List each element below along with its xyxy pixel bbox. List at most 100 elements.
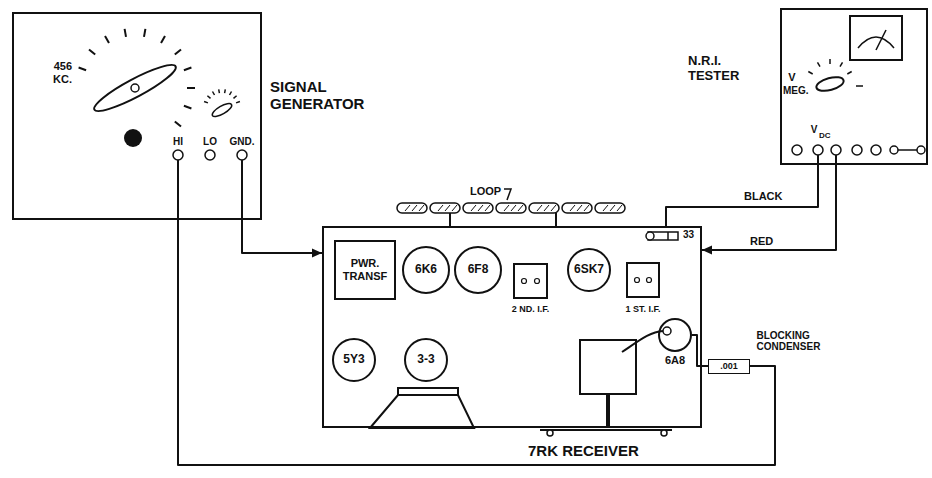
tick <box>230 92 232 96</box>
lead-wire <box>241 160 243 220</box>
tick <box>840 62 843 66</box>
grid-wire <box>622 331 663 352</box>
dial-ticks <box>79 29 195 127</box>
hatch <box>537 205 542 211</box>
node-heading: 6A8 <box>665 354 685 367</box>
tick <box>125 29 126 37</box>
dial-shaft <box>606 394 610 428</box>
lead-label: BLACK <box>742 190 785 203</box>
meter <box>850 16 902 60</box>
terminal <box>522 279 527 284</box>
tick <box>184 68 192 71</box>
bracket-wheel <box>547 430 553 436</box>
arrowhead <box>312 249 322 258</box>
range-label: MEG. <box>783 85 809 97</box>
attenuator-knob <box>210 101 233 119</box>
node-heading: 7RK RECEIVER <box>528 442 639 459</box>
node-label: 6K6 <box>413 263 439 277</box>
node-label: 6SK7 <box>572 263 606 277</box>
loop-segment <box>397 203 427 213</box>
hatch <box>412 205 417 211</box>
hatch <box>485 205 490 211</box>
jack <box>831 145 841 155</box>
hatch <box>617 205 622 211</box>
hatch <box>518 205 523 211</box>
node-label: 5Y3 <box>341 353 366 367</box>
node-label: .001 <box>718 361 740 371</box>
if-transformer: 2 ND. I.F. <box>513 263 548 299</box>
tick <box>224 89 226 93</box>
hatch <box>405 205 410 211</box>
loop-segment <box>463 203 493 213</box>
node-heading: N.R.I. TESTER <box>688 54 768 84</box>
test-lead <box>702 165 836 255</box>
loop-segment <box>562 203 592 213</box>
arrowhead <box>702 246 712 255</box>
test-lead <box>242 220 322 258</box>
jack <box>205 150 215 160</box>
terminal <box>535 279 540 284</box>
hatch <box>438 205 443 211</box>
speaker-cone <box>370 395 474 428</box>
node-heading: SIGNAL GENERATOR <box>270 78 376 113</box>
tick <box>808 72 812 75</box>
switch-end <box>917 146 925 154</box>
hatch <box>445 205 450 211</box>
tick <box>207 96 210 99</box>
wire <box>242 220 322 253</box>
node-label: 6F8 <box>466 263 491 277</box>
tick <box>79 68 87 71</box>
hatch <box>577 205 582 211</box>
loop-segment <box>529 203 559 213</box>
loop-support <box>555 213 557 226</box>
jack-label: GND. <box>230 136 255 148</box>
tube: 3-3 <box>404 338 448 382</box>
range-label: V <box>788 71 795 84</box>
switch-end <box>890 146 898 154</box>
loop-segments <box>395 184 627 216</box>
jack <box>852 145 862 155</box>
tick <box>213 92 215 96</box>
if-terminals <box>522 278 652 284</box>
hatch <box>551 205 556 211</box>
tester-jacks <box>792 145 925 155</box>
callout-number: 33 <box>683 229 694 241</box>
node-label: 3-3 <box>415 353 436 367</box>
signal-generator-box: SIGNAL GENERATOR <box>12 12 262 220</box>
test-lead <box>178 220 775 465</box>
dial-hub <box>131 84 139 92</box>
switch-bar <box>898 149 917 151</box>
wire <box>702 165 836 250</box>
tick <box>204 102 208 103</box>
loop-leader <box>504 189 511 200</box>
tick <box>161 36 165 43</box>
loop-support <box>449 213 451 226</box>
hatch <box>544 205 549 211</box>
hatch <box>570 205 575 211</box>
tube: 6F8 <box>454 246 502 294</box>
tick <box>105 36 109 43</box>
hatch <box>610 205 615 211</box>
dial-bracket <box>540 429 672 431</box>
hatch <box>478 205 483 211</box>
test-lead <box>692 335 708 366</box>
test-lead <box>666 165 818 226</box>
if-transformer: 1 ST. I.F. <box>626 262 660 298</box>
jack <box>237 150 247 160</box>
tick <box>184 106 192 109</box>
tick <box>89 49 95 54</box>
tuning-knob <box>124 129 142 147</box>
lug-notch <box>667 232 669 240</box>
tick <box>175 121 181 126</box>
loop-segment <box>496 203 526 213</box>
hatch <box>603 205 608 211</box>
grid-cap <box>663 327 671 335</box>
jack <box>813 145 823 155</box>
blocking-condenser: .001BLOCKING CONDENSER <box>708 359 750 374</box>
node-label: PWR. TRANSF <box>336 257 394 282</box>
meter-scale <box>858 37 894 48</box>
receiver-chassis: 7RK RECEIVERPWR. TRANSF6K66F82 ND. I.F.6… <box>322 226 702 428</box>
terminal <box>647 278 652 283</box>
tube: 6A8 <box>658 318 692 352</box>
